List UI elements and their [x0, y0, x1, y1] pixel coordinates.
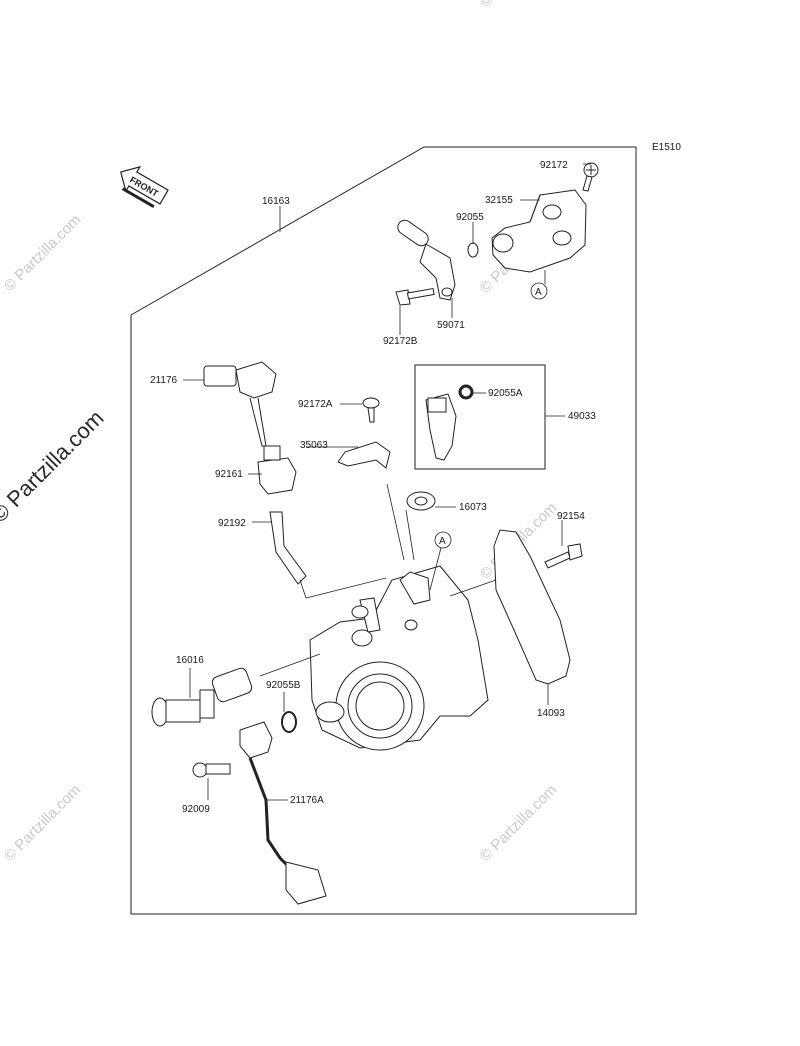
sensor-92161 — [257, 445, 297, 495]
part-label-16163: 16163 — [262, 196, 290, 207]
bracket-32155 — [491, 189, 587, 273]
callout-a-top: A — [530, 282, 548, 300]
valve-16016 — [151, 667, 253, 727]
sensor-kit-box-49033 — [414, 364, 546, 470]
part-label-92172A: 92172A — [298, 399, 333, 410]
part-label-14093: 14093 — [537, 708, 565, 719]
part-label-59071: 59071 — [437, 320, 465, 331]
part-label-35063: 35063 — [300, 440, 328, 451]
bolt-92009 — [192, 762, 231, 778]
part-label-92154: 92154 — [557, 511, 585, 522]
part-label-16016: 16016 — [176, 655, 204, 666]
sensor-59071 — [397, 219, 456, 301]
throttle-body — [309, 565, 489, 751]
watermark-text: © Partzilla.com — [1, 781, 84, 864]
part-label-16073: 16073 — [459, 502, 487, 513]
bracket-35063 — [337, 441, 391, 469]
part-label-92055B: 92055B — [266, 680, 301, 691]
part-label-92161: 92161 — [215, 469, 243, 480]
sensor-21176A — [239, 721, 327, 905]
cover-14093 — [493, 529, 571, 685]
part-label-21176A: 21176A — [290, 795, 324, 806]
o-ring-92055A — [458, 384, 474, 400]
sensor-21176 — [203, 361, 277, 447]
part-label-92055: 92055 — [456, 212, 484, 223]
bolt-92172B — [395, 287, 435, 306]
part-label-92172: 92172 — [540, 160, 568, 171]
watermark-text: © Partzilla.com — [1, 211, 84, 294]
part-label-92009: 92009 — [182, 804, 210, 815]
diagram-code: E1510 — [652, 142, 681, 153]
watermark-text: © Partzilla.com — [477, 781, 560, 864]
part-label-32155: 32155 — [485, 195, 513, 206]
hose-92192 — [269, 511, 307, 585]
o-ring-92055B — [281, 711, 297, 733]
callout-letter: A — [439, 536, 446, 547]
washer-16073 — [406, 491, 436, 511]
part-label-92192: 92192 — [218, 518, 246, 529]
sensor-49033 — [425, 393, 457, 461]
bolt-92172 — [582, 162, 599, 192]
screw-92172A — [362, 397, 380, 423]
assembly-frame — [130, 146, 637, 915]
part-label-21176: 21176 — [150, 375, 178, 386]
bolt-92154 — [544, 543, 583, 569]
watermark-text: © Partzilla.com — [477, 0, 560, 11]
front-arrow-icon: FRONT — [120, 165, 169, 208]
callout-a-mid: A — [434, 531, 452, 549]
part-labels: 16163 92172 32155 92055 59071 92172B 211… — [150, 160, 596, 815]
part-label-92055A: 92055A — [488, 388, 523, 399]
leader-lines — [183, 163, 591, 801]
callout-letter: A — [535, 287, 542, 298]
o-ring-92055 — [467, 242, 479, 258]
part-label-92172B: 92172B — [383, 336, 418, 347]
part-label-49033: 49033 — [568, 411, 596, 422]
